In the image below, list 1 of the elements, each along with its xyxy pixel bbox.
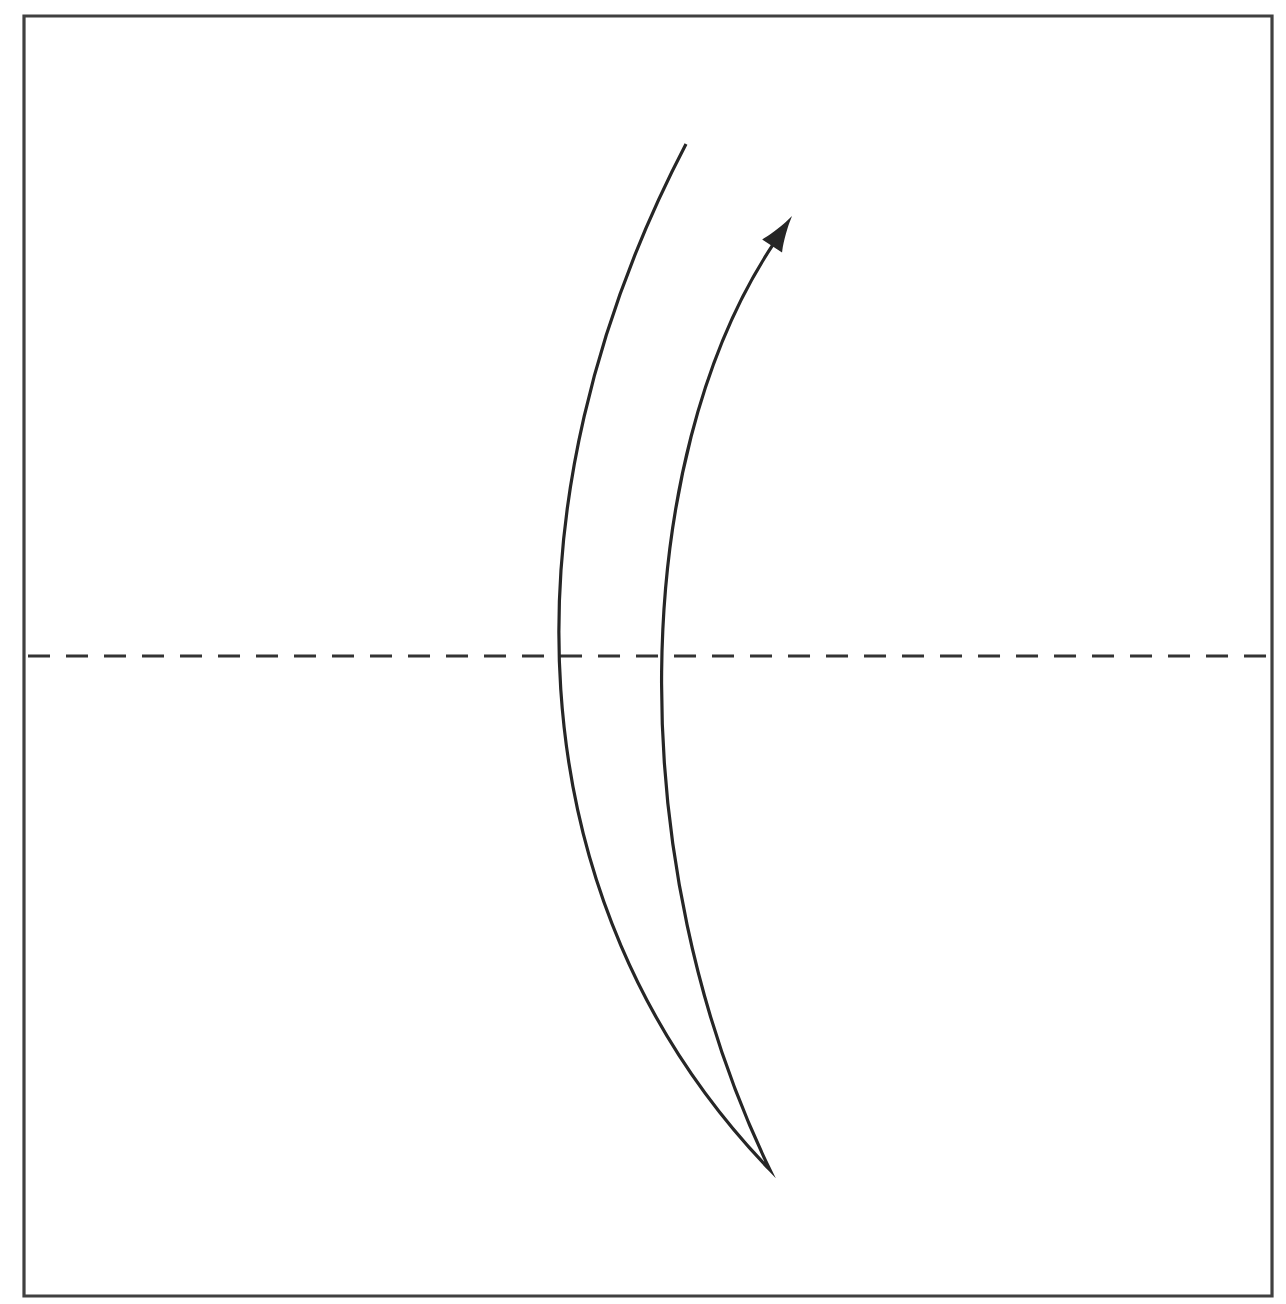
- paper-square: [22, 14, 1274, 1298]
